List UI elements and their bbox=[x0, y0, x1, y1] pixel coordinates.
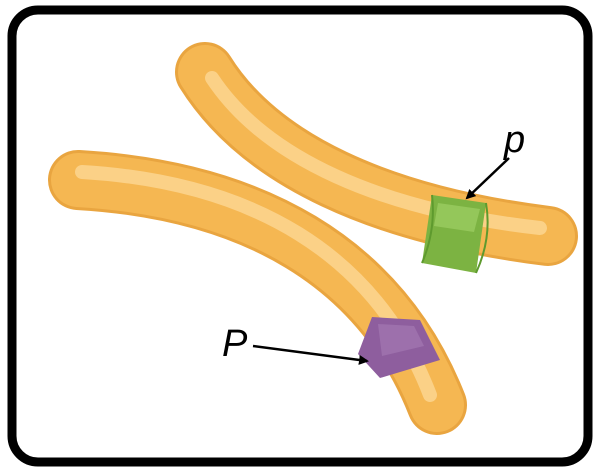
label-p-text: p bbox=[503, 119, 525, 161]
label-P-text: P bbox=[222, 323, 248, 365]
